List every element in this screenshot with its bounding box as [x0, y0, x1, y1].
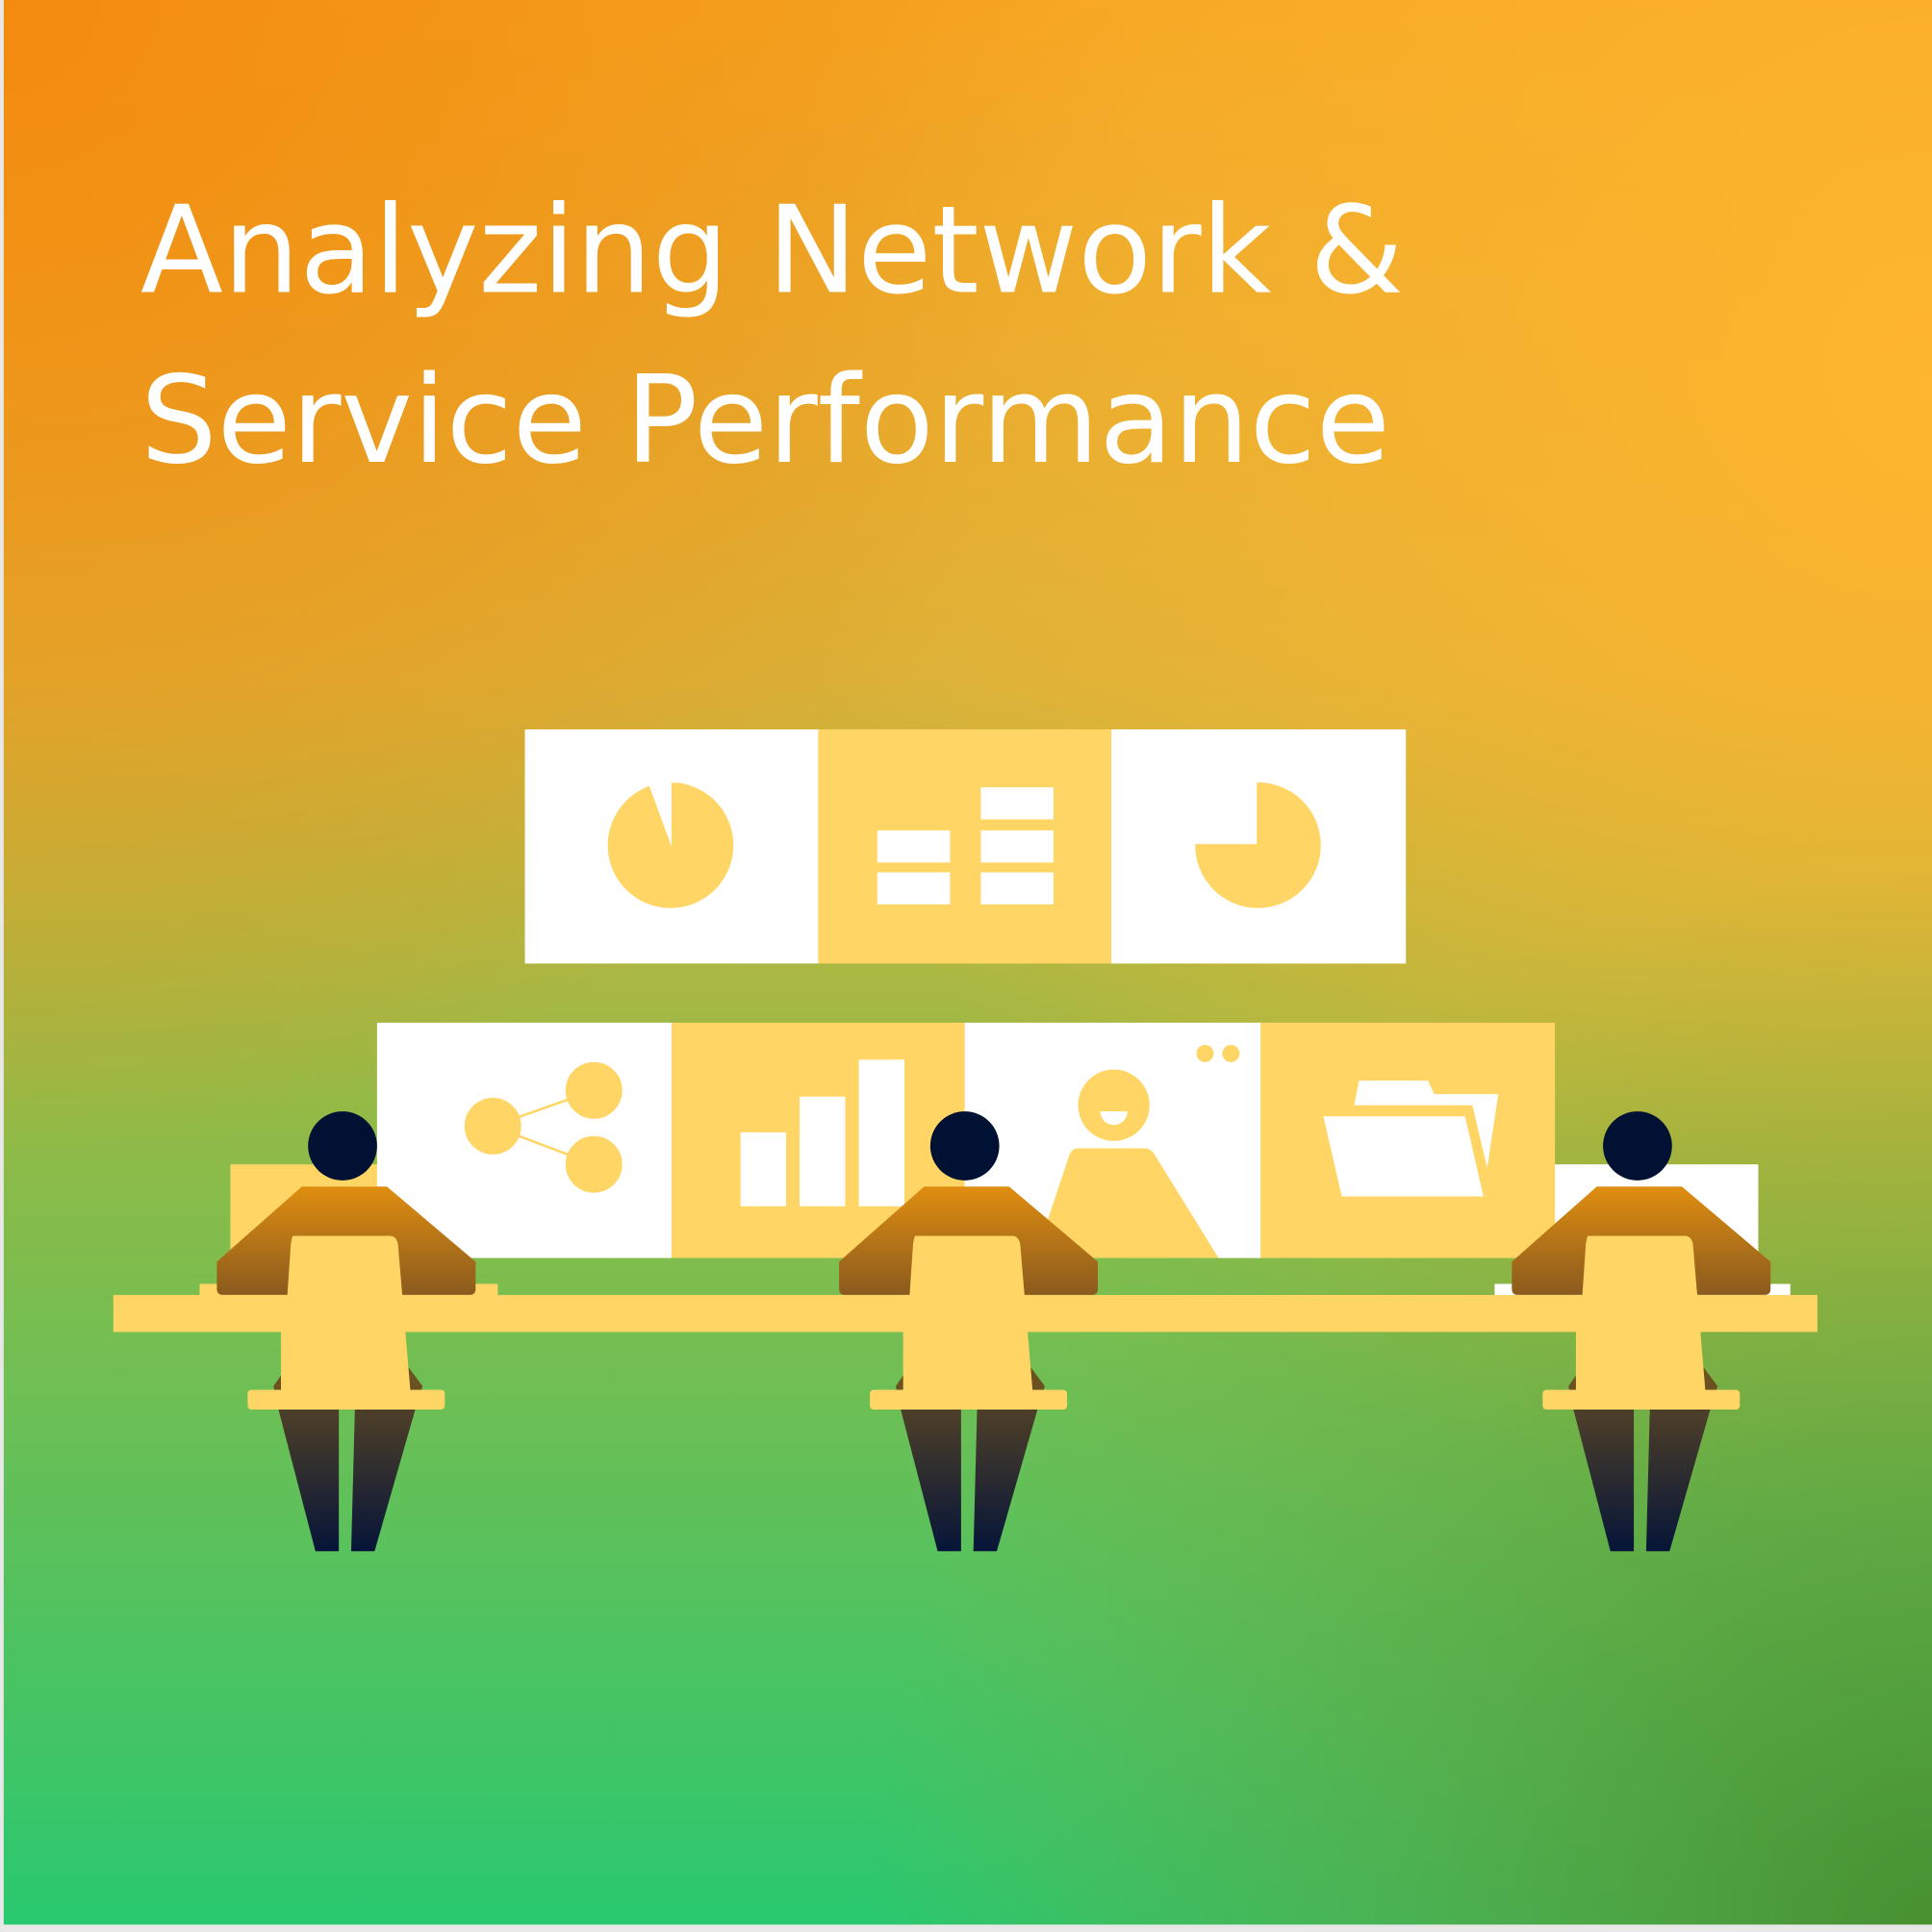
list-icon: [877, 787, 1054, 904]
title-line-2: Service Performance: [140, 350, 1390, 491]
top-screen-row: [524, 729, 1407, 964]
folder-icon: [1323, 1080, 1499, 1197]
share-icon: [464, 1061, 623, 1193]
quarter-pie-icon: [1195, 782, 1321, 908]
user-profile-icon: [1034, 1044, 1240, 1258]
title-line-1: Analyzing Network &: [140, 181, 1404, 321]
pie-chart-icon: [607, 782, 734, 908]
middle-screen-row: [376, 1022, 1556, 1258]
bar-chart-icon: [740, 1059, 904, 1207]
